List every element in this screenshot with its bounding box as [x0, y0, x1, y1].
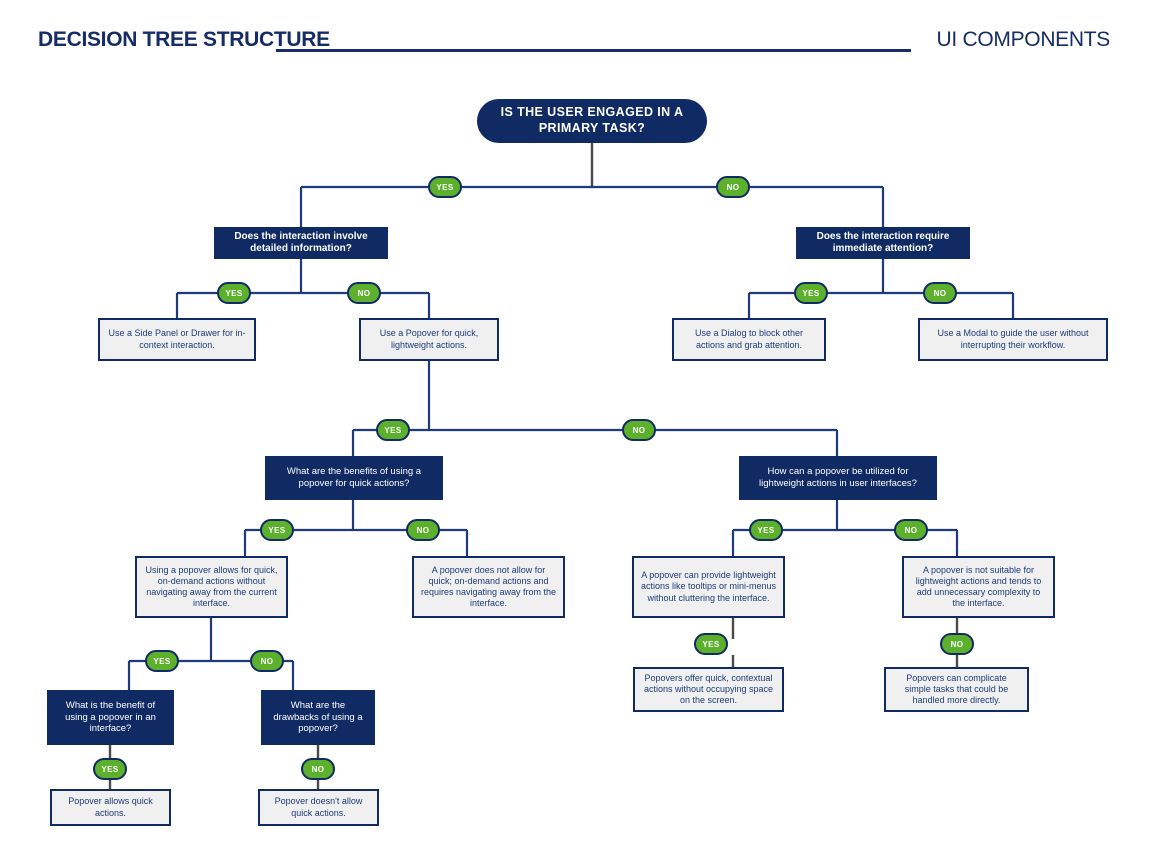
badge-yes-root[interactable]: YES	[428, 176, 462, 198]
page-subtitle: UI COMPONENTS	[936, 28, 1111, 51]
header-divider	[276, 49, 911, 52]
badge-yes-can-provide[interactable]: YES	[694, 633, 728, 655]
badge-yes-popover-branch[interactable]: YES	[376, 419, 410, 441]
badge-no-drawbacks[interactable]: NO	[250, 650, 284, 672]
badge-no-howcan[interactable]: NO	[894, 519, 928, 541]
badge-no-benefits[interactable]: NO	[406, 519, 440, 541]
node-question-benefits-popover[interactable]: What are the benefits of using a popover…	[265, 456, 443, 500]
node-question-benefit-of-popover[interactable]: What is the benefit of using a popover i…	[47, 690, 174, 745]
badge-yes-benefit-of[interactable]: YES	[145, 650, 179, 672]
node-root-question[interactable]: IS THE USER ENGAGED IN A PRIMARY TASK?	[477, 99, 707, 143]
node-leaf-popover-can-provide[interactable]: A popover can provide lightweight action…	[632, 556, 785, 618]
node-leaf-popover-allows[interactable]: Using a popover allows for quick, on-dem…	[135, 556, 288, 618]
node-leaf-popover[interactable]: Use a Popover for quick, lightweight act…	[359, 318, 499, 361]
node-leaf-popover-not-suitable[interactable]: A popover is not suitable for lightweigh…	[902, 556, 1055, 618]
node-question-howcan-popover[interactable]: How can a popover be utilized for lightw…	[739, 456, 937, 500]
badge-yes-benefit-leaf[interactable]: YES	[93, 758, 127, 780]
node-leaf-popover-not-allow[interactable]: A popover does not allow for quick; on-d…	[412, 556, 565, 618]
node-leaf-side-panel[interactable]: Use a Side Panel or Drawer for in-contex…	[98, 318, 256, 361]
badge-yes-howcan[interactable]: YES	[749, 519, 783, 541]
node-question-drawbacks-popover[interactable]: What are the drawbacks of using a popove…	[261, 690, 375, 745]
badge-no-immediate[interactable]: NO	[923, 282, 957, 304]
node-leaf-modal[interactable]: Use a Modal to guide the user without in…	[918, 318, 1108, 361]
page-title: DECISION TREE STRUCTURE	[38, 28, 330, 51]
badge-no-popover-branch[interactable]: NO	[622, 419, 656, 441]
badge-no-root[interactable]: NO	[716, 176, 750, 198]
node-leaf-popovers-offer-quick[interactable]: Popovers offer quick, contextual actions…	[633, 667, 784, 712]
badge-no-drawback-leaf[interactable]: NO	[301, 758, 335, 780]
page-header: DECISION TREE STRUCTURE UI COMPONENTS	[0, 0, 1152, 78]
node-leaf-popover-allows-quick[interactable]: Popover allows quick actions.	[50, 789, 171, 826]
node-leaf-dialog[interactable]: Use a Dialog to block other actions and …	[672, 318, 826, 361]
node-leaf-popover-doesnt-allow-quick[interactable]: Popover doesn't allow quick actions.	[258, 789, 379, 826]
node-question-detailed-information[interactable]: Does the interaction involve detailed in…	[214, 227, 388, 259]
node-leaf-popovers-complicate[interactable]: Popovers can complicate simple tasks tha…	[884, 667, 1029, 712]
badge-yes-benefits[interactable]: YES	[260, 519, 294, 541]
badge-yes-immediate[interactable]: YES	[794, 282, 828, 304]
node-question-immediate-attention[interactable]: Does the interaction require immediate a…	[796, 227, 970, 259]
badge-no-detailed[interactable]: NO	[347, 282, 381, 304]
badge-yes-detailed[interactable]: YES	[217, 282, 251, 304]
badge-no-not-suitable[interactable]: NO	[940, 633, 974, 655]
